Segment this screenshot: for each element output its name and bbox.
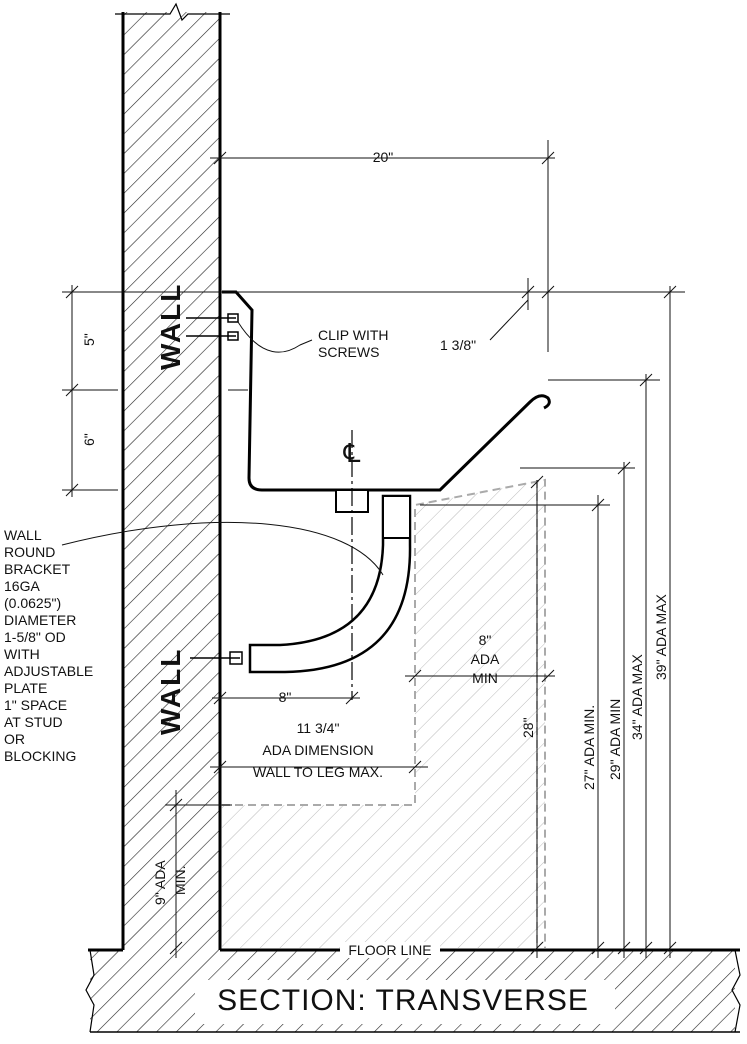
bracket-note-line: OR — [4, 731, 25, 747]
clip-label-line1: CLIP WITH — [318, 327, 389, 343]
section-title: SECTION: TRANSVERSE — [217, 984, 589, 1017]
wall-label-lower: WALL — [155, 648, 186, 735]
clip-screws — [186, 313, 239, 341]
dim-ada-29: 29" ADA MIN — [607, 699, 623, 780]
clip-label-line2: SCREWS — [318, 344, 379, 360]
floor-line-label: FLOOR LINE — [348, 942, 431, 958]
bracket-note-line: BLOCKING — [4, 748, 76, 764]
dimension-lines — [61, 140, 685, 958]
bracket-note-line: 1-5/8" OD — [4, 629, 66, 645]
dim-bracket: 8" — [279, 689, 292, 705]
bracket-note-line: AT STUD — [4, 714, 63, 730]
dim-toe-line1: 9" ADA — [152, 860, 168, 905]
dim-rim-offset: 1 3/8" — [440, 337, 476, 353]
bracket-note-line: (0.0625") — [4, 595, 61, 611]
ada-dim-line1: 11 3/4" — [297, 720, 340, 736]
floor-section — [85, 948, 741, 1033]
bracket-note-line: DIAMETER — [4, 612, 76, 628]
ada-dim-line2: ADA DIMENSION — [262, 742, 373, 758]
wall-label-upper: WALL — [155, 283, 186, 370]
bracket-note-line: ADJUSTABLE — [4, 663, 93, 679]
ada-min-line1: 8" — [479, 632, 492, 648]
dim-ada-34: 34" ADA MAX — [629, 653, 645, 740]
wall-bracket — [190, 494, 412, 674]
dim-ada-39: 39" ADA MAX — [653, 593, 669, 680]
dim-bowl-depth: 6" — [81, 433, 97, 446]
ada-dim-line3: WALL TO LEG MAX. — [253, 764, 383, 780]
bracket-note-line: WITH — [4, 646, 40, 662]
dim-clip-height: 5" — [81, 333, 97, 346]
bracket-note-line: WALL — [4, 527, 42, 543]
centerline: ℄ — [343, 430, 361, 700]
ada-min-line3: MIN — [472, 670, 498, 686]
centerline-symbol: ℄ — [343, 438, 361, 468]
bracket-note-line: 1" SPACE — [4, 697, 67, 713]
dim-knee: 28" — [520, 717, 536, 738]
wall-section — [115, 2, 230, 950]
bracket-note: WALL ROUND BRACKET 16GA (0.0625") DIAMET… — [4, 527, 93, 764]
bracket-note-line: PLATE — [4, 680, 47, 696]
bracket-note-line: 16GA — [4, 578, 40, 594]
bracket-note-line: BRACKET — [4, 561, 71, 577]
drawing-labels: WALL WALL 20" 1 3/8" 5" 6" CLIP WITH SCR… — [4, 149, 669, 1017]
dim-depth: 20" — [373, 149, 394, 165]
bracket-note-line: ROUND — [4, 544, 55, 560]
ada-min-line2: ADA — [471, 651, 500, 667]
dim-toe-line2: MIN. — [172, 865, 188, 895]
dim-ada-27: 27" ADA MIN. — [581, 705, 597, 790]
